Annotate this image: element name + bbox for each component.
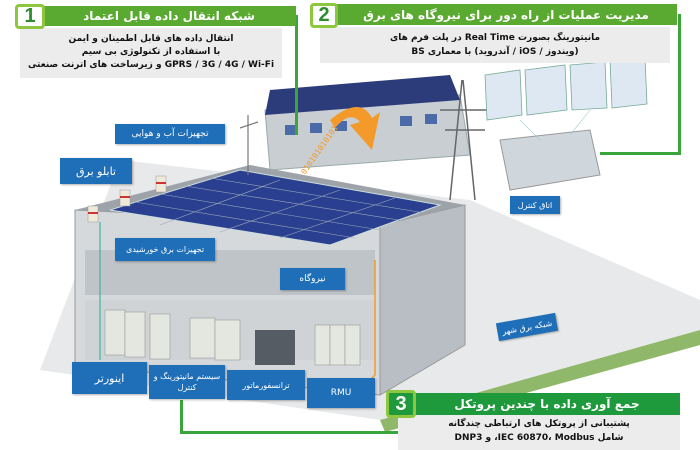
label-transformer: ترانسفورماتور: [227, 370, 305, 400]
transformer-unit: [255, 330, 295, 365]
label-inverter: اینورتر: [72, 362, 147, 394]
window: [335, 121, 347, 131]
feature-1-line: با استفاده از تکنولوژی بی سیم: [81, 47, 221, 57]
connector-line-2b: [600, 152, 681, 155]
data-arrow-icon: [330, 106, 380, 150]
feature-2-number: 2: [310, 3, 338, 28]
feature-2-line: (ویندوز / iOS / آندروید) با معماری BS: [411, 47, 579, 57]
label-rmu: RMU: [307, 378, 375, 408]
feature-3-title: جمع آوری داده با چندین پروتکل: [414, 393, 680, 415]
window: [310, 123, 322, 133]
label-switchboard: تابلو برق: [60, 158, 132, 184]
feature-2-description: مانیتورینگ بصورت Real Time در پلت فرم ها…: [320, 27, 670, 63]
feature-1-description: انتقال داده های قابل اطمینان و ایمن با ا…: [20, 28, 282, 78]
feature-3-line: شامل IEC 60870، Modbus، و DNP3: [454, 433, 624, 443]
label-solar-equipment: تجهیزات برق خورشیدی: [115, 238, 215, 261]
feature-3-line: پشتیبانی از پروتکل های ارتباطی چندگانه: [448, 419, 630, 429]
label-monitoring-control: سیستم مانیتورینگ و کنترل: [149, 365, 225, 399]
back-roof-panels: [265, 75, 460, 115]
feature-2-line: مانیتورینگ بصورت Real Time در پلت فرم ها…: [389, 33, 601, 43]
label-weather-equipment: تجهیزات آب و هوایی: [115, 124, 225, 144]
feature-1-line: انتقال داده های قابل اطمینان و ایمن: [68, 34, 234, 44]
feature-3-number: 3: [386, 390, 416, 418]
window: [285, 125, 297, 135]
control-room: [499, 129, 601, 191]
power-pylon: [440, 79, 490, 201]
window: [400, 116, 412, 126]
connector-line-1: [295, 15, 298, 135]
feature-3-description: پشتیبانی از پروتکل های ارتباطی چندگانه ش…: [398, 415, 680, 450]
feature-1-title: شبکه انتقال داده قابل اعتماد: [42, 6, 296, 26]
feature-2-title: مدیریت عملیات از راه دور برای نیروگاه ها…: [335, 4, 677, 25]
main-building-side: [379, 204, 466, 396]
monitor-screens: [484, 57, 648, 121]
connector-line-3: [180, 400, 183, 434]
feature-1-line: GPRS / 3G / 4G / Wi-Fi و زیرساخت های اتر…: [27, 60, 275, 70]
connector-line-3b: [180, 431, 402, 434]
label-power-plant: نیروگاه: [280, 268, 345, 290]
label-control-room: اتاق کنترل: [510, 196, 560, 214]
weather-station: [239, 115, 259, 175]
connector-line-2: [678, 14, 681, 154]
window: [425, 114, 437, 124]
feature-1-number: 1: [15, 4, 45, 29]
cabinets: [104, 309, 361, 366]
